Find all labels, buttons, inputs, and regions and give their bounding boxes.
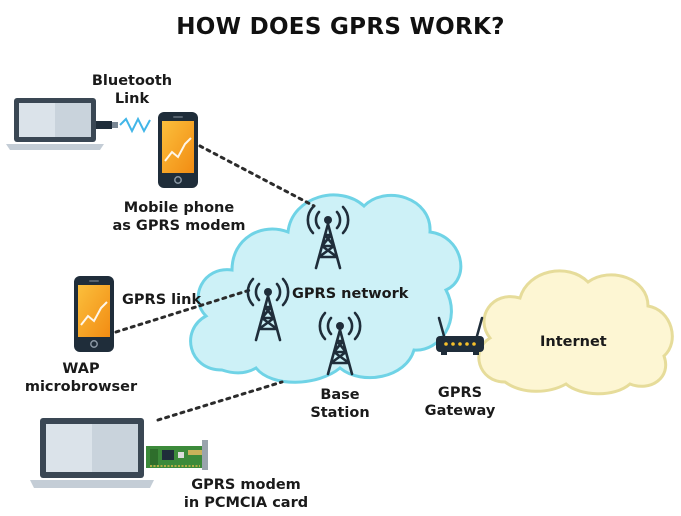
bluetooth-label-line2: Link xyxy=(114,91,150,107)
gprs-gateway-label: GPRS Gateway xyxy=(420,384,500,420)
bluetooth-dongle-icon xyxy=(96,116,151,134)
pcmcia-label-line2: in PCMCIA card xyxy=(183,495,309,511)
router-icon xyxy=(436,316,484,355)
wap-phone-icon xyxy=(73,275,115,353)
internet-label: Internet xyxy=(540,334,607,350)
mobile-phone-label-line2: as GPRS modem xyxy=(112,218,246,234)
mobile-phone-label: Mobile phone as GPRS modem xyxy=(100,199,258,235)
laptop-icon-bottom xyxy=(30,418,154,488)
link-pcmcia-to-cloud xyxy=(156,380,284,422)
internet-cloud xyxy=(477,269,674,396)
mobile-phone-icon xyxy=(157,111,199,189)
mobile-phone-label-line1: Mobile phone xyxy=(123,200,235,216)
pcmcia-label: GPRS modem in PCMCIA card xyxy=(176,476,316,512)
wap-label-line2: microbrowser xyxy=(24,379,138,395)
wap-label: WAP microbrowser xyxy=(16,360,146,396)
laptop-icon xyxy=(6,98,104,150)
gprs-gateway-label-line1: GPRS xyxy=(437,385,483,401)
wap-label-line1: WAP xyxy=(62,361,100,377)
gprs-gateway-label-line2: Gateway xyxy=(424,403,496,419)
base-station-label-line1: Base xyxy=(320,387,360,403)
link-phone-to-tower xyxy=(198,144,316,208)
base-station-label: Base Station xyxy=(300,386,380,422)
pcmcia-label-line1: GPRS modem xyxy=(191,477,301,493)
gprs-network-label: GPRS network xyxy=(292,286,409,302)
gprs-link-label: GPRS link xyxy=(122,292,202,308)
link-wap-to-tower xyxy=(114,288,252,334)
base-station-label-line2: Station xyxy=(310,405,370,421)
bluetooth-label: Bluetooth Link xyxy=(88,72,176,108)
page-title: HOW DOES GPRS WORK? xyxy=(176,14,505,40)
bluetooth-label-line1: Bluetooth xyxy=(91,73,173,89)
pcmcia-card-icon xyxy=(146,440,208,470)
